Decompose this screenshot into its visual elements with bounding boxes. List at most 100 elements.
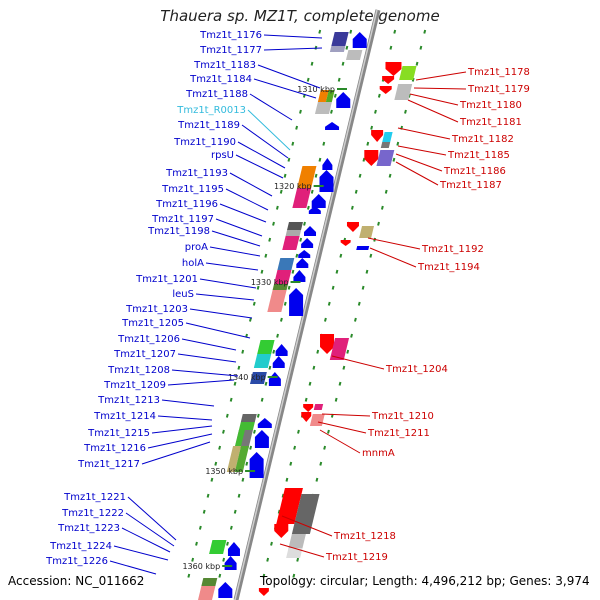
gene-feature-22[interactable] [274,270,292,284]
gene-label-tmz1t-1218[interactable]: Tmz1t_1218 [333,531,396,542]
gene-feature-44[interactable] [227,542,240,556]
gene-label-tmz1t-1183[interactable]: Tmz1t_1183 [193,60,256,71]
gene-label-tmz1t-1222[interactable]: Tmz1t_1222 [61,508,124,519]
gene-label-hola[interactable]: holA [182,258,204,269]
gene-feature-46[interactable] [201,578,218,586]
gene-label-tmz1t-1178[interactable]: Tmz1t_1178 [467,67,530,78]
gene-label-tmz1t-1190[interactable]: Tmz1t_1190 [173,137,236,148]
gene-feature-39[interactable] [234,446,250,472]
gene-feature-68[interactable] [309,414,325,426]
gene-feature-16[interactable] [285,230,302,236]
gene-feature-54[interactable] [371,130,384,142]
gene-feature-69[interactable] [276,488,303,524]
gene-feature-59[interactable] [346,222,359,232]
gene-feature-62[interactable] [356,246,370,250]
gene-feature-51[interactable] [379,86,392,94]
gene-label-tmz1t-1179[interactable]: Tmz1t_1179 [467,84,530,95]
gene-label-tmz1t-1208[interactable]: Tmz1t_1208 [107,365,170,376]
gene-feature-58[interactable] [376,150,395,166]
gene-feature-27[interactable] [289,288,304,316]
gene-feature-48[interactable] [218,582,233,598]
gene-feature-41[interactable] [254,430,269,448]
gene-label-tmz1t-1204[interactable]: Tmz1t_1204 [385,364,448,375]
gene-label-tmz1t-1215[interactable]: Tmz1t_1215 [87,428,150,439]
gene-feature-24[interactable] [293,270,306,282]
gene-label-tmz1t-1226[interactable]: Tmz1t_1226 [45,556,108,567]
gene-feature-15[interactable] [287,222,303,230]
gene-feature-73[interactable] [286,548,303,558]
gene-label-tmz1t-1224[interactable]: Tmz1t_1224 [49,541,112,552]
gene-feature-65[interactable] [303,404,314,412]
gene-label-tmz1t-1209[interactable]: Tmz1t_1209 [103,380,166,391]
gene-label-tmz1t-1219[interactable]: Tmz1t_1219 [325,552,388,563]
gene-feature-17[interactable] [282,236,300,250]
gene-feature-37[interactable] [235,430,245,446]
gene-feature-47[interactable] [198,586,216,600]
gene-feature-29[interactable] [253,354,272,368]
gene-feature-70[interactable] [291,494,320,534]
gene-feature-7[interactable] [336,92,351,108]
gene-label-tmz1t-r0013[interactable]: Tmz1t_R0013 [176,105,246,116]
gene-label-tmz1t-1188[interactable]: Tmz1t_1188 [185,89,248,100]
gene-label-tmz1t-1176[interactable]: Tmz1t_1176 [199,30,262,41]
gene-feature-57[interactable] [364,150,379,166]
gene-label-tmz1t-1181[interactable]: Tmz1t_1181 [459,117,522,128]
gene-feature-40[interactable] [257,418,272,428]
gene-label-tmz1t-1205[interactable]: Tmz1t_1205 [121,318,184,329]
gene-feature-2[interactable] [352,32,367,48]
gene-feature-3[interactable] [345,50,363,60]
gene-feature-74[interactable] [258,588,269,596]
gene-label-tmz1t-1189[interactable]: Tmz1t_1189 [177,120,240,131]
gene-label-tmz1t-1214[interactable]: Tmz1t_1214 [93,411,156,422]
gene-feature-8[interactable] [325,122,340,130]
gene-feature-45[interactable] [224,556,237,570]
gene-label-tmz1t-1206[interactable]: Tmz1t_1206 [117,334,180,345]
gene-feature-67[interactable] [301,412,312,422]
gene-feature-64[interactable] [329,338,350,360]
gene-feature-6[interactable] [314,102,332,114]
gene-label-tmz1t-1182[interactable]: Tmz1t_1182 [451,134,514,145]
gene-feature-52[interactable] [399,66,417,80]
gene-label-tmz1t-1197[interactable]: Tmz1t_1197 [151,214,214,225]
gene-feature-25[interactable] [272,284,289,290]
gene-label-leus[interactable]: leuS [172,289,194,300]
gene-feature-10[interactable] [297,166,317,188]
gene-label-mnma[interactable]: mnmA [362,448,395,459]
gene-feature-12[interactable] [319,170,334,192]
gene-feature-43[interactable] [209,540,227,554]
gene-label-tmz1t-1201[interactable]: Tmz1t_1201 [135,274,198,285]
gene-label-tmz1t-1193[interactable]: Tmz1t_1193 [165,168,228,179]
gene-feature-56[interactable] [380,142,391,148]
gene-label-tmz1t-1184[interactable]: Tmz1t_1184 [189,74,252,85]
gene-feature-4[interactable] [317,90,329,102]
gene-feature-53[interactable] [394,84,413,100]
gene-feature-35[interactable] [238,422,255,430]
gene-label-tmz1t-1221[interactable]: Tmz1t_1221 [63,492,126,503]
gene-feature-60[interactable] [359,226,375,238]
gene-label-tmz1t-1195[interactable]: Tmz1t_1195 [161,184,224,195]
gene-feature-71[interactable] [274,524,289,538]
gene-feature-34[interactable] [240,414,257,422]
gene-feature-66[interactable] [313,404,324,410]
gene-feature-13[interactable] [311,194,326,208]
gene-feature-14[interactable] [308,206,321,214]
gene-feature-5[interactable] [325,90,335,102]
gene-feature-63[interactable] [320,334,335,354]
gene-label-tmz1t-1223[interactable]: Tmz1t_1223 [57,523,120,534]
gene-feature-21[interactable] [277,258,295,270]
gene-feature-11[interactable] [292,188,312,208]
gene-label-tmz1t-1211[interactable]: Tmz1t_1211 [367,428,430,439]
gene-feature-38[interactable] [226,446,242,472]
gene-feature-50[interactable] [382,76,395,84]
gene-label-tmz1t-1196[interactable]: Tmz1t_1196 [155,199,218,210]
gene-label-rpsu[interactable]: rpsU [211,150,234,161]
gene-feature-26[interactable] [267,290,287,312]
gene-label-tmz1t-1210[interactable]: Tmz1t_1210 [371,411,434,422]
gene-feature-30[interactable] [275,344,288,356]
gene-feature-0[interactable] [331,32,349,46]
gene-label-proa[interactable]: proA [185,242,208,253]
gene-label-tmz1t-1217[interactable]: Tmz1t_1217 [77,459,140,470]
gene-label-tmz1t-1185[interactable]: Tmz1t_1185 [447,150,510,161]
gene-feature-42[interactable] [249,452,264,478]
gene-feature-9[interactable] [322,158,333,170]
